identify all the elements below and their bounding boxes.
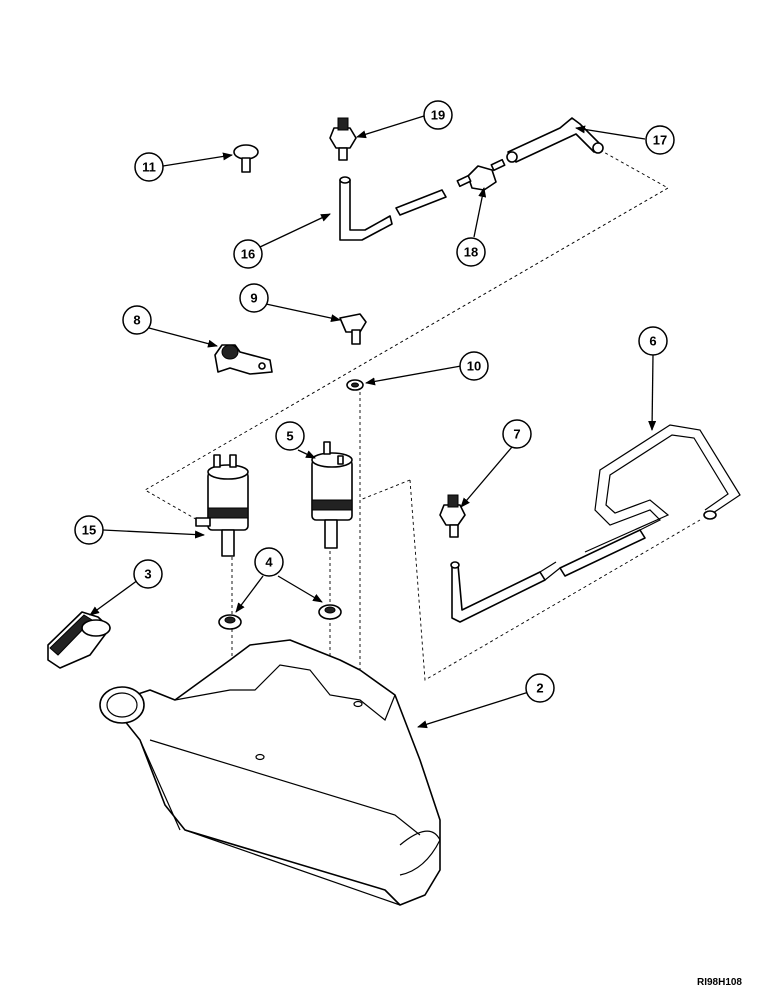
callout-9-label: 9 (250, 291, 257, 306)
callout-9: 9 (239, 283, 269, 313)
hose-long (579, 424, 741, 561)
callout-10-label: 10 (467, 359, 481, 374)
bolt (339, 313, 367, 345)
callout-11-label: 11 (142, 160, 156, 175)
callout-8: 8 (122, 305, 152, 335)
washer-reservoir (99, 639, 441, 906)
callout-4: 4 (254, 547, 284, 577)
washer-nozzle-7 (439, 494, 466, 538)
check-valve (456, 158, 506, 191)
washer-nozzle-19 (329, 117, 357, 161)
plug (233, 144, 259, 173)
drawing-reference-code: RI98H108 (696, 977, 742, 988)
callout-19: 19 (423, 100, 453, 130)
hose-clip (214, 344, 273, 375)
callout-2: 2 (525, 673, 555, 703)
hose-17 (506, 117, 604, 163)
callout-7-label: 7 (513, 427, 520, 442)
callout-15-label: 15 (82, 523, 96, 538)
callout-16: 16 (233, 239, 263, 269)
callout-19-label: 19 (431, 108, 445, 123)
callout-8-label: 8 (133, 313, 140, 328)
washer-pump-left (195, 454, 249, 557)
washer-pump-right (311, 441, 353, 549)
callout-2-label: 2 (536, 681, 543, 696)
callout-16-label: 16 (241, 247, 255, 262)
callout-4-label: 4 (265, 555, 273, 570)
callout-10: 10 (459, 351, 489, 381)
callout-5: 5 (275, 421, 305, 451)
callout-18: 18 (456, 237, 486, 267)
grommets (218, 604, 342, 630)
filler-cap (47, 611, 111, 669)
callout-6: 6 (638, 326, 668, 356)
callout-17-label: 17 (653, 133, 667, 148)
hose-lower (450, 529, 646, 623)
callout-17: 17 (645, 125, 675, 155)
callout-15: 15 (74, 515, 104, 545)
washer-ring (346, 379, 364, 391)
callout-18-label: 18 (464, 245, 478, 260)
callout-3: 3 (133, 559, 163, 589)
elbow-hose (339, 176, 447, 241)
callout-6-label: 6 (649, 334, 656, 349)
callout-5-label: 5 (286, 429, 293, 444)
callout-11: 11 (134, 152, 164, 182)
callout-3-label: 3 (144, 567, 151, 582)
leader-lines (89, 115, 657, 729)
callout-7: 7 (502, 419, 532, 449)
